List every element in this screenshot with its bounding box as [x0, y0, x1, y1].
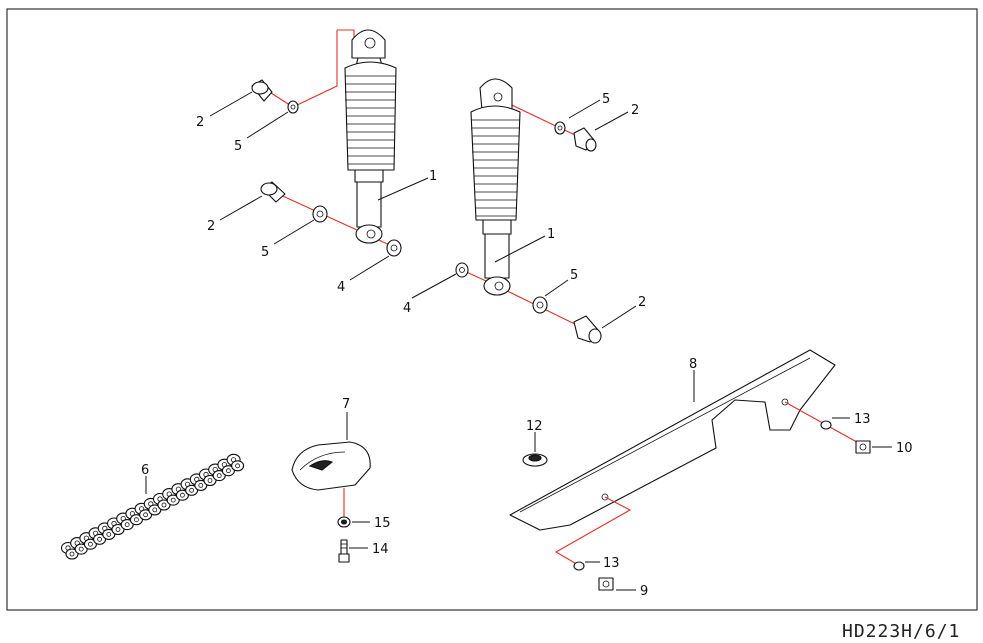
washer-right-left — [455, 262, 469, 278]
callout-5-right-bottom: 5 — [570, 268, 578, 283]
callout-12-grommet: 12 — [526, 419, 543, 434]
chain-pin — [133, 517, 139, 523]
bolt-9 — [598, 577, 614, 591]
chain-link — [93, 533, 107, 545]
bolt-14 — [338, 539, 350, 563]
chain-pin — [207, 478, 213, 483]
cap-nut-right-bottom — [573, 315, 602, 344]
chain-pin — [124, 522, 130, 527]
chain-link — [102, 528, 116, 540]
callout-14-bolt: 14 — [372, 542, 389, 557]
callout-1-right: 1 — [547, 227, 555, 242]
callout-4-left: 4 — [337, 280, 345, 295]
bolt-10 — [855, 440, 871, 454]
callout-1-left: 1 — [429, 169, 437, 184]
chain-pin — [225, 468, 231, 474]
washer-right-top — [554, 121, 566, 135]
chain-pin — [97, 536, 102, 542]
chain-pin — [106, 532, 112, 537]
chain-pin — [216, 473, 222, 479]
callout-4-right: 4 — [403, 301, 411, 316]
shock-absorber-left — [270, 29, 397, 249]
chain-link — [185, 484, 199, 496]
chain-pin — [198, 482, 204, 488]
washer-right-bottom — [532, 296, 548, 314]
leader-lines — [145, 91, 892, 591]
callout-2-right-bottom: 2 — [638, 295, 646, 310]
washer-left-top — [287, 100, 299, 114]
washer-15 — [337, 516, 351, 528]
chain-link — [231, 460, 245, 472]
callout-15-washer: 15 — [374, 516, 391, 531]
chain-guide — [291, 441, 371, 520]
callout-5-right-top: 5 — [602, 92, 610, 107]
washer-13-bottom — [573, 561, 585, 571]
cap-nut-left-bottom — [260, 181, 286, 203]
chain-link — [203, 474, 217, 487]
chain-pin — [235, 463, 241, 469]
drive-chain — [60, 453, 245, 560]
chain-link — [120, 519, 134, 531]
chain-link — [129, 514, 143, 526]
callout-2-left-bottom: 2 — [207, 219, 215, 234]
chain-pin — [161, 502, 167, 508]
chain-pin — [179, 492, 185, 498]
chain-pin — [170, 497, 176, 503]
callout-13-washer-top: 13 — [854, 412, 871, 427]
diagram-caption: HD223H/6/1 — [842, 621, 960, 642]
callout-5-left-bottom: 5 — [261, 245, 269, 260]
chain-link — [111, 523, 125, 536]
chain-link — [74, 543, 88, 555]
bellows-ribs-left — [345, 75, 396, 165]
cap-nut-right-top — [573, 127, 597, 152]
shock-absorber-right — [461, 78, 588, 331]
callout-6-chain: 6 — [141, 463, 149, 478]
chain-pin — [69, 551, 75, 557]
bellows-ribs-right — [471, 119, 520, 217]
diagram-frame — [6, 8, 978, 611]
chain-pin — [189, 487, 195, 493]
grommet-12 — [522, 453, 548, 467]
chain-link — [166, 494, 180, 506]
chain-link — [139, 509, 153, 521]
washer-left-middle — [312, 205, 328, 223]
chain-pin — [78, 546, 84, 552]
chain-link — [83, 538, 97, 550]
chain-pin — [88, 541, 93, 547]
callout-7-guide: 7 — [342, 397, 350, 412]
chain-link — [212, 470, 226, 482]
chain-link — [148, 504, 162, 516]
chain-pin — [115, 527, 121, 532]
chain-pin — [152, 507, 158, 513]
callout-5-left-top: 5 — [234, 139, 242, 154]
cap-nut-left-top — [251, 79, 273, 102]
callout-2-left-top: 2 — [196, 115, 204, 130]
callout-2-right-top: 2 — [631, 103, 639, 118]
chain-guard — [509, 349, 865, 567]
callout-8-guard: 8 — [689, 357, 697, 372]
chain-link — [194, 479, 208, 491]
callout-13-washer-bottom: 13 — [603, 556, 620, 571]
washer-left-bottom — [386, 239, 402, 257]
chain-link — [157, 499, 171, 511]
callout-labels: 2 5 1 2 5 4 5 2 1 4 5 2 6 7 15 14 12 8 1… — [141, 92, 913, 599]
callout-9-bolt: 9 — [640, 584, 648, 599]
chain-link — [175, 489, 189, 501]
callout-10-bolt: 10 — [896, 441, 913, 456]
chain-link — [65, 548, 79, 560]
washer-13-top — [820, 420, 832, 430]
chain-link — [221, 465, 235, 477]
chain-pin — [143, 512, 149, 518]
